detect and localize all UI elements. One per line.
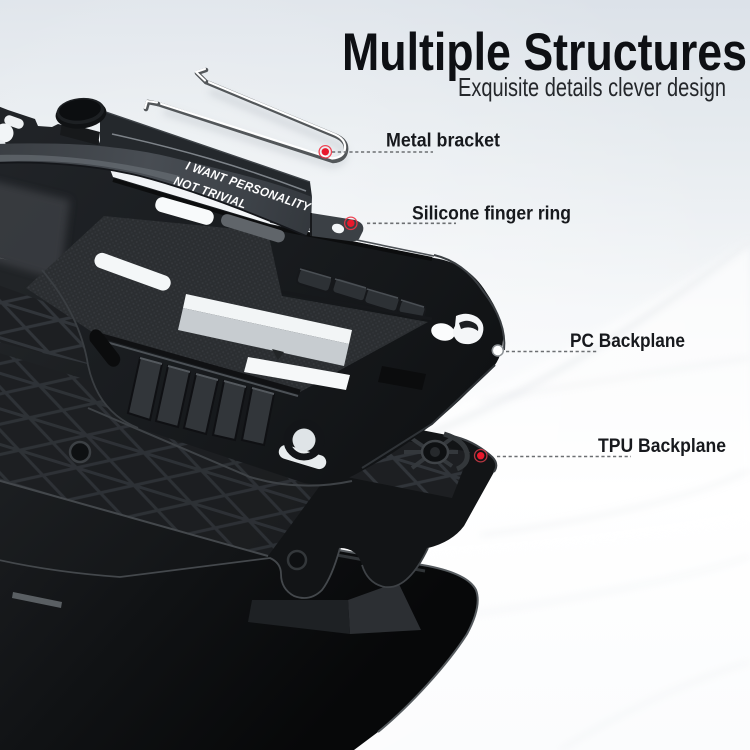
- svg-text:Exquisite details clever desig: Exquisite details clever design: [458, 72, 726, 102]
- svg-text:Multiple Structures: Multiple Structures: [342, 23, 747, 82]
- svg-text:Silicone finger ring: Silicone finger ring: [412, 203, 571, 225]
- svg-text:TPU Backplane: TPU Backplane: [598, 435, 726, 457]
- svg-text:PC Backplane: PC Backplane: [570, 330, 685, 352]
- svg-text:Metal bracket: Metal bracket: [386, 130, 500, 152]
